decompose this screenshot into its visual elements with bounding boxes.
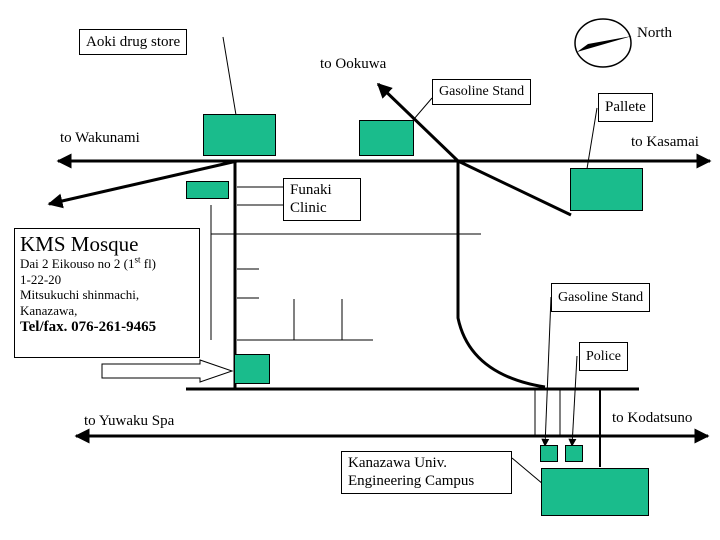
road-to-ookuwa	[376, 82, 460, 163]
aoki-drug-store-label: Aoki drug store	[79, 29, 188, 55]
road-label-kasamai: to Kasamai	[631, 134, 699, 150]
building-pallete	[570, 168, 643, 211]
north-arrow-icon	[574, 18, 632, 68]
funaki-clinic-label-line2: Clinic	[290, 200, 327, 216]
building-police	[565, 445, 583, 462]
mosque-address-line2: 1-22-20	[20, 271, 62, 287]
pallete-label: Pallete	[598, 93, 653, 122]
mosque-address-line4: Kanazawa,	[20, 302, 78, 318]
gasoline-stand-right-label: Gasoline Stand	[551, 283, 651, 312]
pointer-police	[568, 355, 578, 447]
pointer-gasoline-right	[541, 296, 552, 447]
road-label-kodatsuno: to Kodatsuno	[612, 410, 693, 426]
road-label-yuwaku-spa: to Yuwaku Spa	[84, 413, 175, 429]
mosque-address-line3: Mitsukuchi shinmachi,	[20, 287, 140, 302]
kanazawa-univ-label-line1: Kanazawa Univ.	[348, 455, 447, 471]
gasoline-stand-top-label: Gasoline Stand	[432, 79, 532, 105]
building-kanazawa-univ	[541, 468, 649, 516]
road-diagonal-southeast	[457, 159, 572, 217]
building-gasoline-stand-top	[359, 120, 414, 156]
funaki-clinic-label-line1: Funaki	[290, 182, 332, 198]
building-gasoline-stand-right	[540, 445, 558, 462]
mosque-address-line1: Dai 2 Eikouso no 2 (1st fl)	[20, 254, 194, 272]
police-label: Police	[579, 342, 628, 371]
kanazawa-univ-label: Kanazawa Univ. Engineering Campus	[341, 451, 512, 494]
mosque-address-line1-prefix: Dai 2 Eikouso no 2 (1	[20, 256, 135, 271]
mosque-phone: Tel/fax. 076-261-9465	[20, 319, 157, 335]
road-label-ookuwa: to Ookuwa	[320, 56, 387, 72]
road-curve-south	[456, 161, 546, 389]
mosque-address-line1-sup: st	[134, 254, 141, 265]
road-label-wakunami: to Wakunami	[60, 130, 140, 146]
building-funaki-clinic	[186, 181, 229, 199]
building-aoki-drug-store	[203, 114, 276, 156]
kanazawa-univ-label-line2: Engineering Campus	[348, 473, 475, 489]
mosque-pointer-arrow	[101, 359, 234, 383]
building-kms-mosque	[234, 354, 270, 384]
funaki-clinic-label: Funaki Clinic	[283, 178, 361, 221]
compass-label: North	[637, 25, 672, 41]
mosque-address-line1-suffix: fl)	[140, 256, 157, 271]
mosque-info-box: KMS Mosque Dai 2 Eikouso no 2 (1st fl) 1…	[14, 228, 200, 358]
road-to-wakunami-diagonal	[47, 159, 238, 209]
mosque-name: KMS Mosque	[20, 232, 139, 256]
